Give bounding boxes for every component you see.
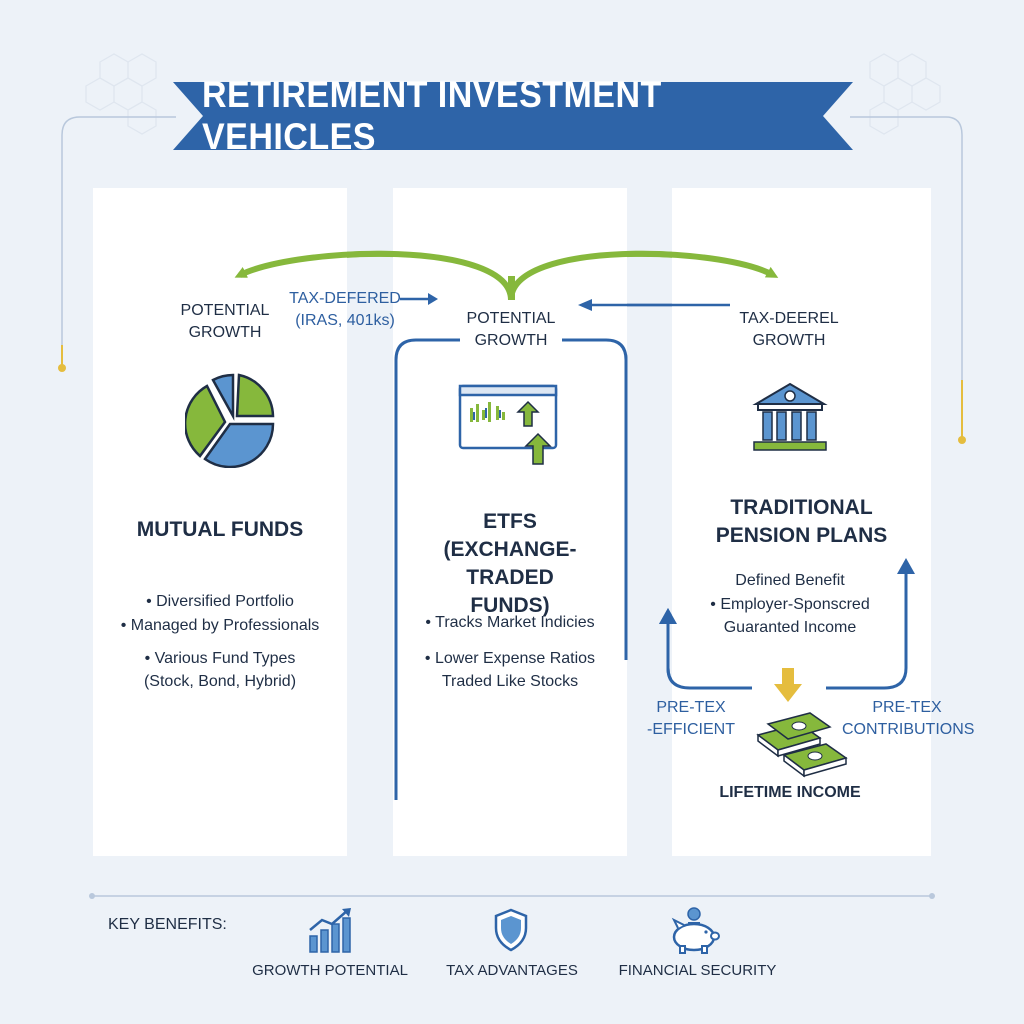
- pension-bullet: • Employer-Sponscred: [710, 596, 870, 613]
- piggy-bank-icon: [671, 907, 720, 954]
- financial-security-label: FINANCIAL SECURITY: [618, 962, 777, 979]
- growth-potential-label: GROWTH POTENTIAL: [252, 962, 408, 979]
- pre-tax-efficient-label: PRE-TEX-EFFICIENT: [647, 699, 735, 738]
- bank-building-icon: [752, 382, 828, 451]
- footer-divider: [89, 893, 935, 899]
- mutual-funds-bullet: • Diversified Portfolio: [146, 593, 294, 610]
- mutual-funds-bullet: (Stock, Bond, Hybrid): [143, 673, 297, 690]
- mutual-funds-title: MUTUAL FUNDS: [136, 518, 304, 541]
- etf-bullet: • Tracks Market Indicies: [425, 614, 595, 631]
- etf-bullet: Traded Like Stocks: [441, 673, 579, 690]
- title-banner: [173, 82, 853, 150]
- mutual-funds-bullet: • Various Fund Types: [144, 650, 296, 667]
- pension-title: TRADITIONAL PENSION PLANS: [715, 496, 888, 547]
- trading-screen-icon: [458, 384, 558, 465]
- growth-bar-chart-icon: [309, 908, 351, 953]
- shield-icon: [494, 908, 528, 952]
- page-title: RETIREMENT INVESTMENT VEHICLES: [202, 74, 662, 157]
- hexagon-watermark: [85, 53, 941, 135]
- pie-chart-icon: [185, 373, 275, 468]
- tax-deferred-label: TAX-DEFERED(IRAS, 401ks): [289, 290, 401, 329]
- pension-bullet: Guaranted Income: [723, 619, 857, 636]
- pension-bullet: Defined Benefit: [735, 572, 845, 589]
- right-frame-dot: [958, 436, 966, 444]
- lifetime-income-label: LIFETIME INCOME: [719, 784, 861, 801]
- tax-advantages-label: TAX ADVANTAGES: [446, 962, 578, 979]
- frame-lines: [61, 116, 963, 380]
- etf-bullet: • Lower Expense Ratios: [424, 650, 596, 667]
- key-benefits-heading: KEY BENEFITS:: [108, 916, 227, 933]
- etf-title: ETFS (EXCHANGE-TRADED FUNDS): [443, 510, 577, 617]
- left-frame-dot: [58, 364, 66, 372]
- mutual-funds-bullet: • Managed by Professionals: [120, 617, 320, 634]
